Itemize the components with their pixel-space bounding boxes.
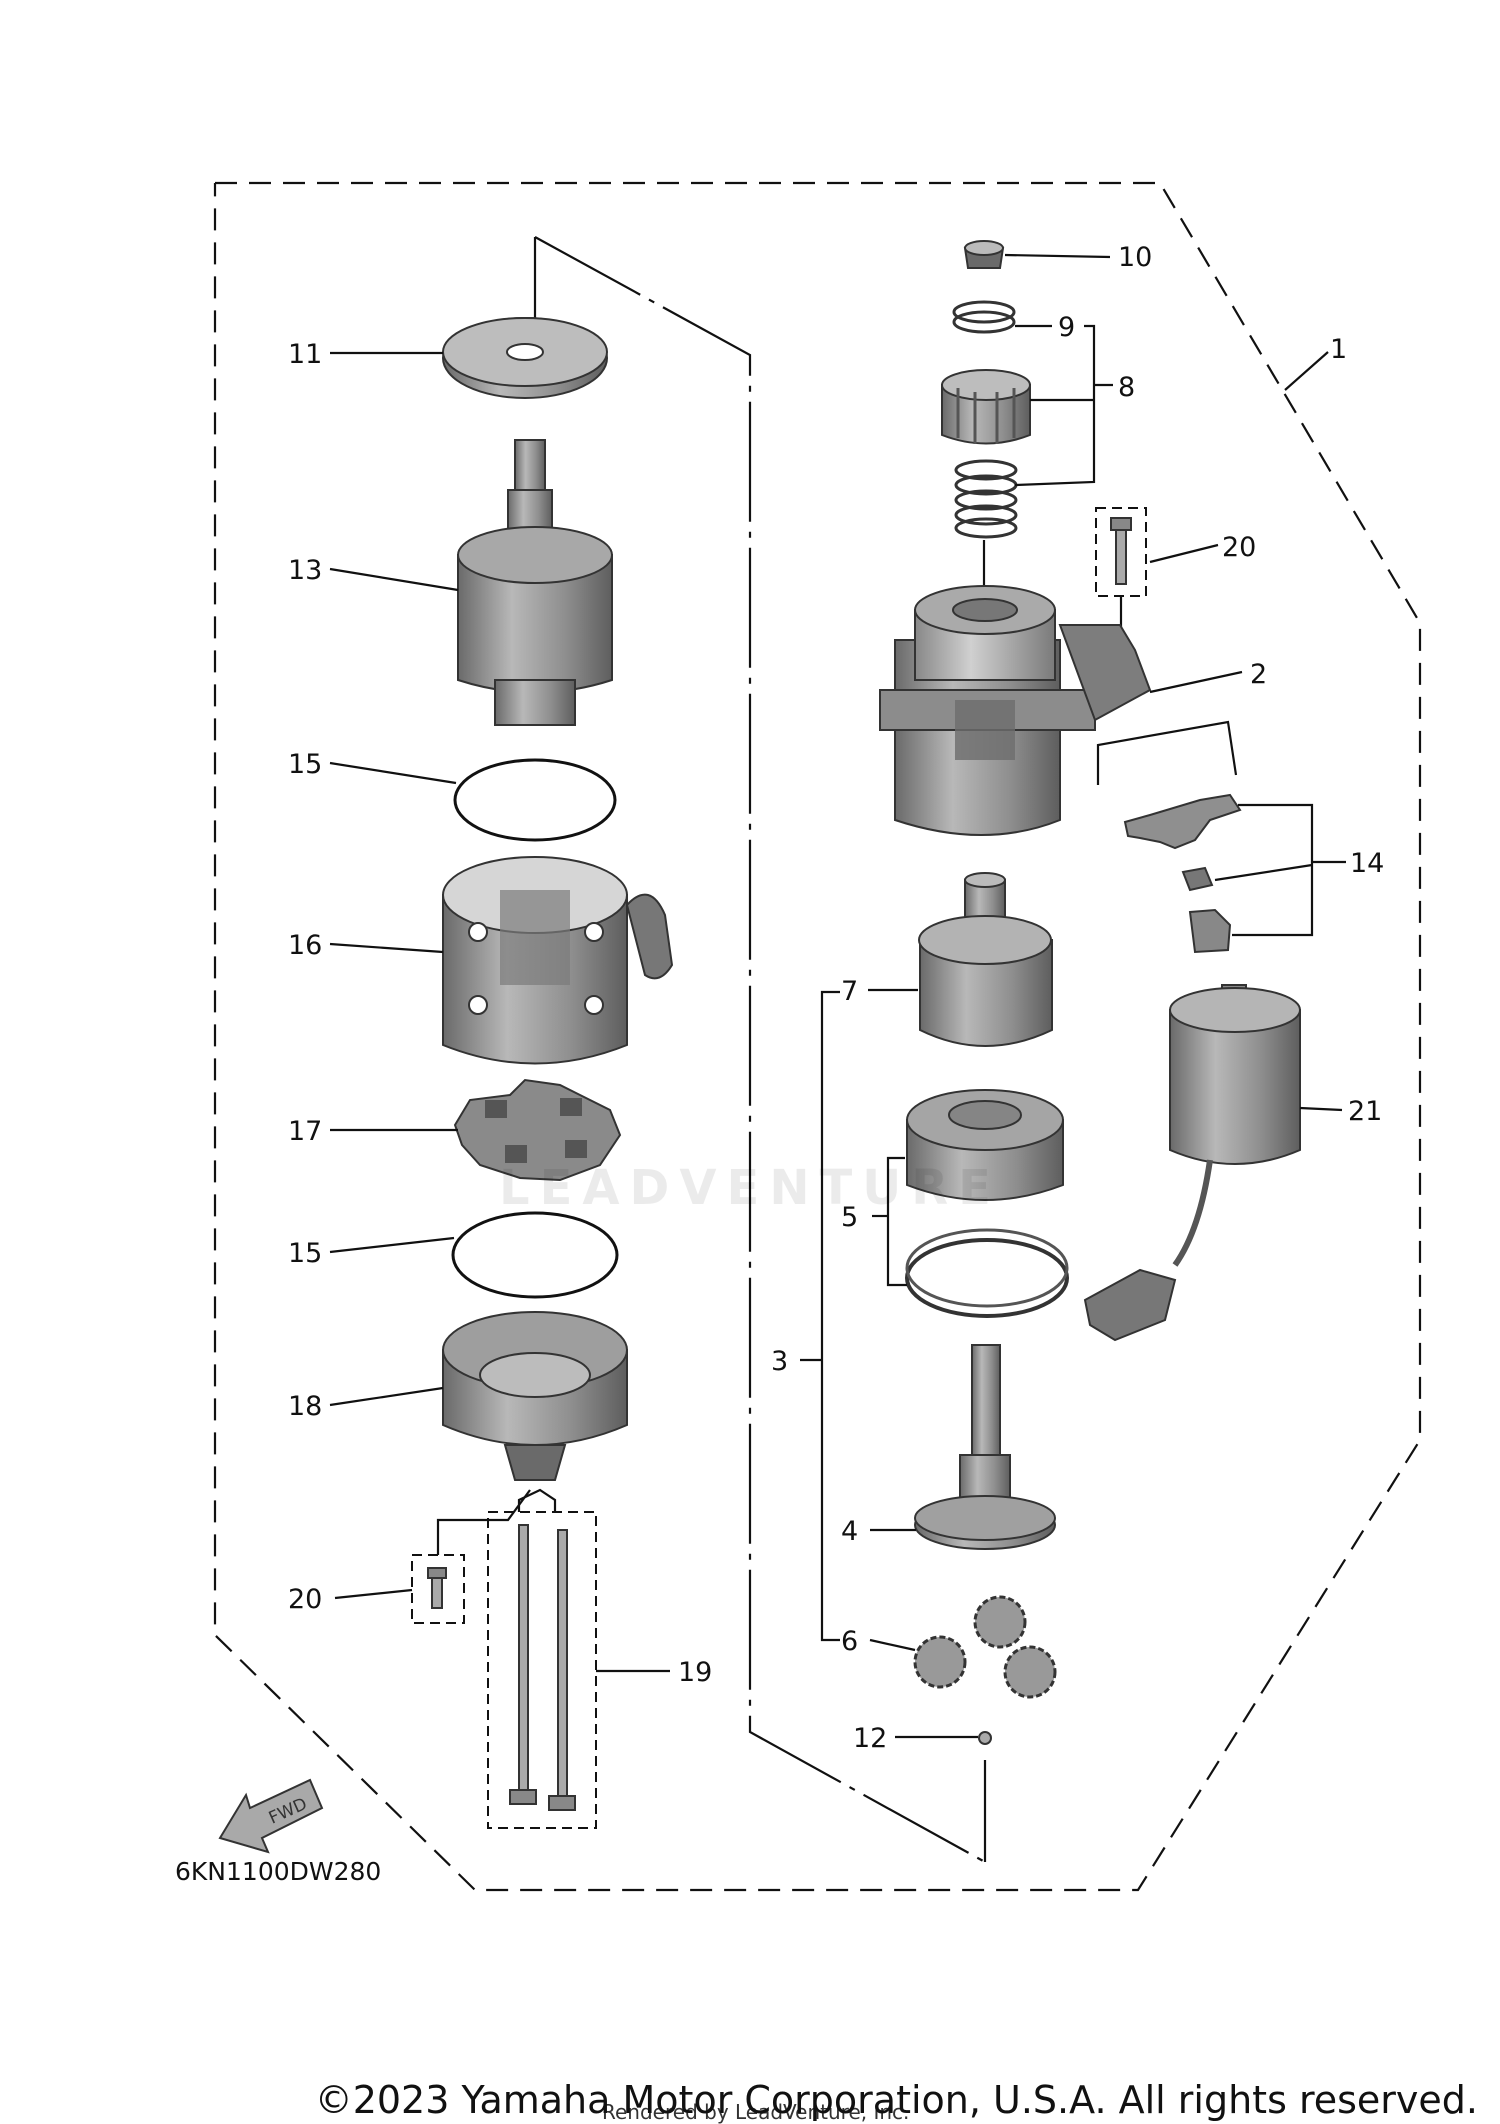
leader-15-lower	[329, 1236, 455, 1254]
rendered-by-text: Rendered by LeadVenture, Inc.	[602, 2100, 910, 2124]
leader-14-mid	[1214, 863, 1313, 882]
part-4-carrier-shaft	[914, 1344, 1056, 1550]
part-17-brush-holder	[453, 1078, 622, 1182]
copyright-text: ©2023 Yamaha Motor Corporation, U.S.A. A…	[314, 2078, 1478, 2122]
leader-5-bracket	[886, 1156, 907, 1287]
part-20-bolt-left	[411, 1554, 465, 1624]
label-9: 9	[1058, 312, 1075, 343]
part-15-oring-lower	[451, 1211, 619, 1299]
leader-10	[1004, 253, 1111, 259]
part-5-ring	[905, 1228, 1069, 1318]
watermark-text: LEADVENTURE	[499, 1160, 1001, 1216]
leader-1	[1284, 351, 1329, 391]
part-5-internal-gear	[906, 1089, 1064, 1201]
part-19-through-bolts	[487, 1511, 597, 1829]
label-16: 16	[288, 930, 322, 961]
part-21-solenoid	[1083, 984, 1301, 1342]
label-14: 14	[1350, 848, 1384, 879]
leader-18	[329, 1386, 444, 1407]
label-8: 8	[1118, 372, 1135, 403]
part-8-spring	[954, 459, 1018, 539]
leader-21	[1299, 1106, 1343, 1112]
leader-13	[329, 567, 459, 592]
part-6-planet-gears	[913, 1595, 1057, 1699]
label-21: 21	[1348, 1096, 1382, 1127]
label-4: 4	[841, 1516, 858, 1547]
part-2-housing	[879, 585, 1152, 836]
label-18: 18	[288, 1391, 322, 1422]
label-20-left: 20	[288, 1584, 322, 1615]
part-16-yoke	[442, 856, 674, 1065]
part-11-plate	[442, 317, 608, 399]
label-15-lower: 15	[288, 1238, 322, 1269]
part-18-end-cover	[442, 1311, 628, 1481]
leader-20-right	[1149, 543, 1219, 564]
leader-20-left-bracket	[436, 1489, 531, 1555]
label-15-upper: 15	[288, 749, 322, 780]
label-1: 1	[1330, 334, 1347, 365]
leader-6	[869, 1638, 916, 1652]
assembly-boundary	[213, 181, 1422, 1892]
label-2: 2	[1250, 659, 1267, 690]
part-7-drive-housing	[918, 872, 1053, 1047]
part-9-clip	[952, 300, 1016, 334]
leader-2-bracket	[1096, 720, 1238, 785]
part-14-lever-set	[1123, 793, 1242, 954]
fwd-arrow: FWD	[218, 1778, 324, 1854]
label-12: 12	[853, 1723, 887, 1754]
label-17: 17	[288, 1116, 322, 1147]
part-12-ball	[978, 1731, 992, 1745]
part-15-oring-upper	[453, 758, 617, 842]
leader-15-upper	[329, 761, 457, 785]
part-20-bolt-right	[1095, 507, 1147, 597]
label-3: 3	[771, 1346, 788, 1377]
part-8-pinion	[941, 369, 1031, 445]
label-13: 13	[288, 555, 322, 586]
leader-19-bracket	[517, 1488, 557, 1512]
label-19: 19	[678, 1657, 712, 1688]
label-5: 5	[841, 1202, 858, 1233]
leader-8-bracket	[1014, 324, 1096, 487]
label-7: 7	[841, 976, 858, 1007]
part-10-cap	[963, 240, 1005, 269]
leader-16	[329, 942, 444, 954]
label-10: 10	[1118, 242, 1152, 273]
diagram-code: 6KN1100DW280	[175, 1857, 381, 1886]
leader-14-bracket	[1232, 803, 1314, 937]
label-6: 6	[841, 1626, 858, 1657]
alignment-line-main	[534, 236, 986, 1863]
footer: Rendered by LeadVenture, Inc. ©2023 Yama…	[0, 2078, 1500, 2124]
leader-2	[1149, 670, 1243, 694]
leader-20-left	[334, 1588, 413, 1600]
part-13-armature	[457, 439, 613, 726]
label-11: 11	[288, 339, 322, 370]
leader-3-bracket	[820, 990, 840, 1642]
label-20-right: 20	[1222, 532, 1256, 563]
